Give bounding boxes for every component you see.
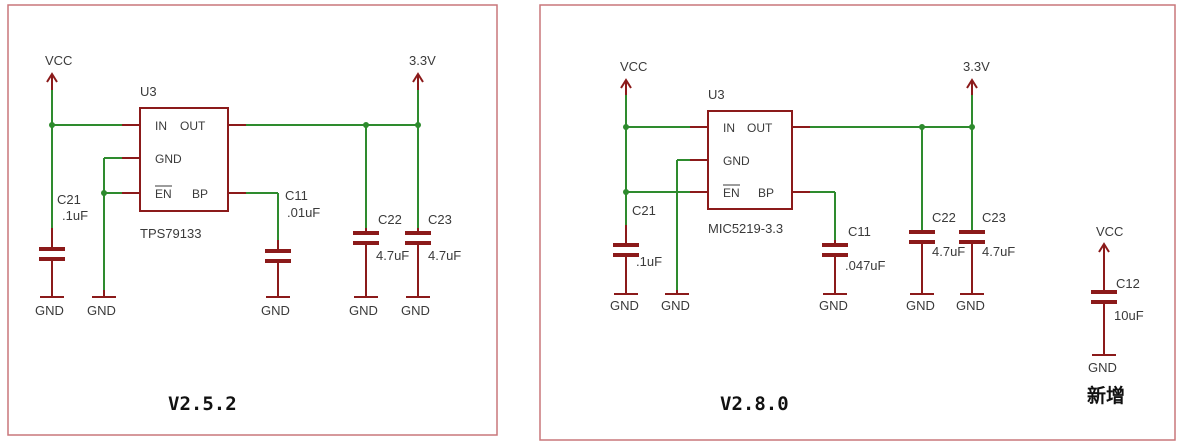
svg-text:OUT: OUT xyxy=(180,119,206,133)
wires-right xyxy=(623,95,975,290)
capacitor-c22: C22 4.7uF GND xyxy=(906,210,965,313)
svg-text:GND: GND xyxy=(906,298,935,313)
svg-text:C11: C11 xyxy=(848,224,871,239)
svg-text:GND: GND xyxy=(610,298,639,313)
version-label-left: V2.5.2 xyxy=(168,393,237,415)
panel-v2-5-2: VCC 3.3V U3 xyxy=(7,4,498,436)
version-label-right: V2.8.0 xyxy=(720,393,789,415)
svg-text:VCC: VCC xyxy=(45,53,72,68)
capacitor-c11: C11 .047uF GND xyxy=(819,224,886,313)
svg-text:C11: C11 xyxy=(285,188,308,203)
svg-text:GND: GND xyxy=(661,298,690,313)
svg-text:EN: EN xyxy=(723,186,740,200)
svg-text:VCC: VCC xyxy=(620,59,647,74)
svg-text:IN: IN xyxy=(155,119,167,133)
svg-text:TPS79133: TPS79133 xyxy=(140,226,201,241)
svg-text:.047uF: .047uF xyxy=(845,258,886,273)
svg-text:U3: U3 xyxy=(708,87,725,102)
svg-text:MIC5219-3.3: MIC5219-3.3 xyxy=(708,221,783,236)
svg-text:C21: C21 xyxy=(57,192,81,207)
capacitor-c11: C11 .01uF GND xyxy=(261,188,320,318)
svg-text:VCC: VCC xyxy=(1096,224,1123,239)
svg-text:GND: GND xyxy=(155,152,182,166)
new-added-label: 新增 xyxy=(1087,384,1125,407)
svg-text:4.7uF: 4.7uF xyxy=(376,248,409,263)
svg-text:C22: C22 xyxy=(932,210,956,225)
svg-text:.1uF: .1uF xyxy=(636,254,662,269)
ground-ic-gnd: GND xyxy=(661,290,690,313)
vcc-power-symbol: VCC xyxy=(45,53,72,90)
svg-text:3.3V: 3.3V xyxy=(409,53,436,68)
svg-text:GND: GND xyxy=(35,303,64,318)
svg-text:3.3V: 3.3V xyxy=(963,59,990,74)
panel-frame-left xyxy=(7,4,498,436)
svg-text:OUT: OUT xyxy=(747,121,773,135)
svg-text:GND: GND xyxy=(819,298,848,313)
capacitor-c12-new: VCC C12 10uF GND 新增 xyxy=(1087,224,1144,407)
svg-text:GND: GND xyxy=(723,154,750,168)
svg-text:4.7uF: 4.7uF xyxy=(428,248,461,263)
capacitor-c22: C22 4.7uF GND xyxy=(349,212,409,318)
svg-text:C21: C21 xyxy=(632,203,656,218)
svg-text:10uF: 10uF xyxy=(1114,308,1144,323)
svg-text:.01uF: .01uF xyxy=(287,205,320,220)
svg-text:GND: GND xyxy=(1088,360,1117,375)
svg-text:GND: GND xyxy=(261,303,290,318)
svg-text:.1uF: .1uF xyxy=(62,208,88,223)
capacitor-c23: C23 4.7uF GND xyxy=(401,212,461,318)
svg-text:C23: C23 xyxy=(982,210,1006,225)
regulator-u3: U3 IN OUT GND EN BP TPS79133 xyxy=(122,84,246,241)
panel-frame-right xyxy=(539,4,1176,441)
3v3-power-symbol: 3.3V xyxy=(409,53,436,90)
svg-text:U3: U3 xyxy=(140,84,157,99)
svg-text:GND: GND xyxy=(401,303,430,318)
ground-ic-gnd: GND xyxy=(87,290,116,318)
svg-text:GND: GND xyxy=(956,298,985,313)
3v3-power-symbol: 3.3V xyxy=(963,59,990,95)
capacitor-c23: C23 4.7uF GND xyxy=(956,210,1015,313)
svg-text:GND: GND xyxy=(349,303,378,318)
capacitor-c21: C21 .1uF GND xyxy=(35,192,88,318)
svg-text:GND: GND xyxy=(87,303,116,318)
svg-text:4.7uF: 4.7uF xyxy=(932,244,965,259)
capacitor-c21: C21 .1uF GND xyxy=(610,203,662,313)
svg-text:C22: C22 xyxy=(378,212,402,227)
svg-text:C23: C23 xyxy=(428,212,452,227)
svg-text:C12: C12 xyxy=(1116,276,1140,291)
svg-text:4.7uF: 4.7uF xyxy=(982,244,1015,259)
svg-text:BP: BP xyxy=(192,187,208,201)
panel-v2-8-0: VCC 3.3V U3 xyxy=(539,4,1176,441)
svg-text:IN: IN xyxy=(723,121,735,135)
wires-left xyxy=(49,90,421,290)
vcc-power-symbol: VCC xyxy=(620,59,647,95)
svg-text:EN: EN xyxy=(155,187,172,201)
regulator-u3: U3 IN OUT GND EN BP MIC5219-3.3 xyxy=(690,87,810,236)
svg-text:BP: BP xyxy=(758,186,774,200)
